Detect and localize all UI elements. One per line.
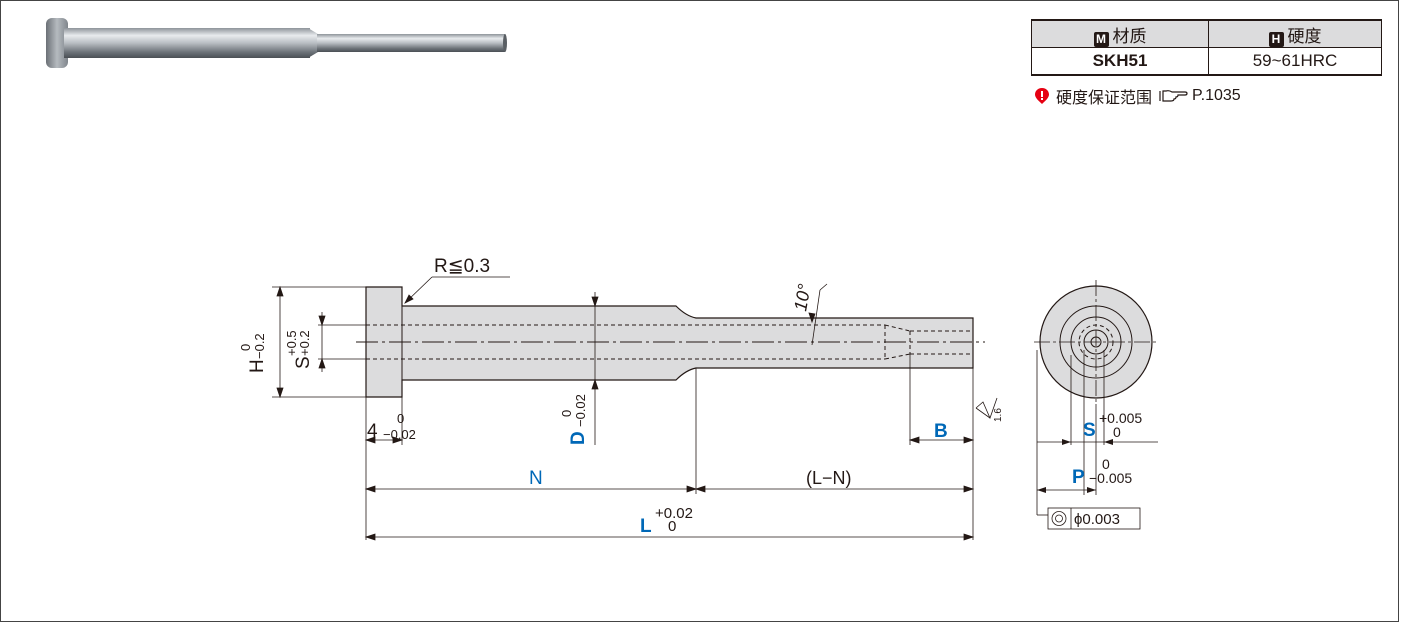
- material-header: 材质: [1112, 26, 1147, 46]
- concentricity-frame: [1047, 507, 1141, 530]
- roughness-label: 1.6: [993, 408, 1004, 422]
- dimension-lines: [272, 276, 998, 541]
- hardness-header: 硬度: [1287, 26, 1322, 46]
- photo-step: [308, 28, 318, 58]
- product-photo: [46, 18, 507, 68]
- material-value: SKH51: [1031, 47, 1209, 76]
- H-tol-upper: 0: [238, 344, 253, 351]
- page-ref-link[interactable]: P.1035: [1192, 87, 1241, 104]
- P-tol-upper: 0: [1102, 456, 1110, 472]
- S-end-label: S: [1083, 420, 1096, 441]
- P-tol-lower: −0.005: [1089, 470, 1132, 486]
- hardness-badge: H: [1268, 31, 1284, 47]
- photo-tip: [317, 34, 505, 52]
- H-label: H: [247, 359, 268, 373]
- L-tol-upper: +0.02: [655, 505, 693, 522]
- pointing-hand-icon: [1159, 90, 1188, 102]
- D-tol-lower: −0.02: [573, 394, 588, 427]
- spec-table-row: SKH51 59~61HRC: [1031, 47, 1382, 76]
- angle-label: 10°: [790, 282, 814, 312]
- N-label: N: [529, 468, 543, 489]
- photo-head: [46, 18, 68, 68]
- labels: R≦0.3 10° H 0 −0.2 S +0.5 +0.2 4 0 −0.02…: [238, 256, 1142, 537]
- S-label: S: [293, 356, 314, 369]
- L-label: L: [640, 516, 652, 537]
- L-minus-N-label: (L−N): [806, 468, 852, 488]
- end-view: [1034, 280, 1158, 516]
- S-tol-upper: +0.5: [284, 330, 299, 356]
- concentricity-icon: [1051, 511, 1067, 526]
- head-thickness-label: 4: [367, 421, 378, 442]
- D-tol-upper: 0: [559, 410, 574, 417]
- note-text: 硬度保证范围: [1056, 90, 1153, 107]
- D-label: D: [568, 431, 589, 445]
- photo-body: [64, 28, 310, 58]
- H-tol-lower: −0.2: [252, 333, 267, 359]
- pin-icon: [1035, 88, 1049, 104]
- material-badge: M: [1093, 31, 1109, 47]
- hardness-value: 59~61HRC: [1208, 47, 1382, 76]
- L-tol-lower: 0: [668, 518, 676, 535]
- photo-tip-end: [503, 34, 507, 52]
- hardness-note: 硬度保证范围 P.1035: [1033, 84, 1241, 108]
- S-end-tol-lower: 0: [1113, 424, 1121, 440]
- end-view-arrows: [1037, 439, 1113, 493]
- concentricity-label: ϕ0.003: [1074, 511, 1120, 528]
- head-thickness-tol-upper: 0: [397, 411, 404, 426]
- B-label: B: [934, 421, 948, 442]
- head-thickness-tol-lower: −0.02: [383, 427, 416, 442]
- radius-label: R≦0.3: [434, 256, 490, 277]
- S-tol-lower: +0.2: [297, 330, 312, 356]
- P-label: P: [1072, 467, 1085, 488]
- side-view: [356, 286, 985, 398]
- S-end-tol-upper: +0.005: [1099, 410, 1142, 426]
